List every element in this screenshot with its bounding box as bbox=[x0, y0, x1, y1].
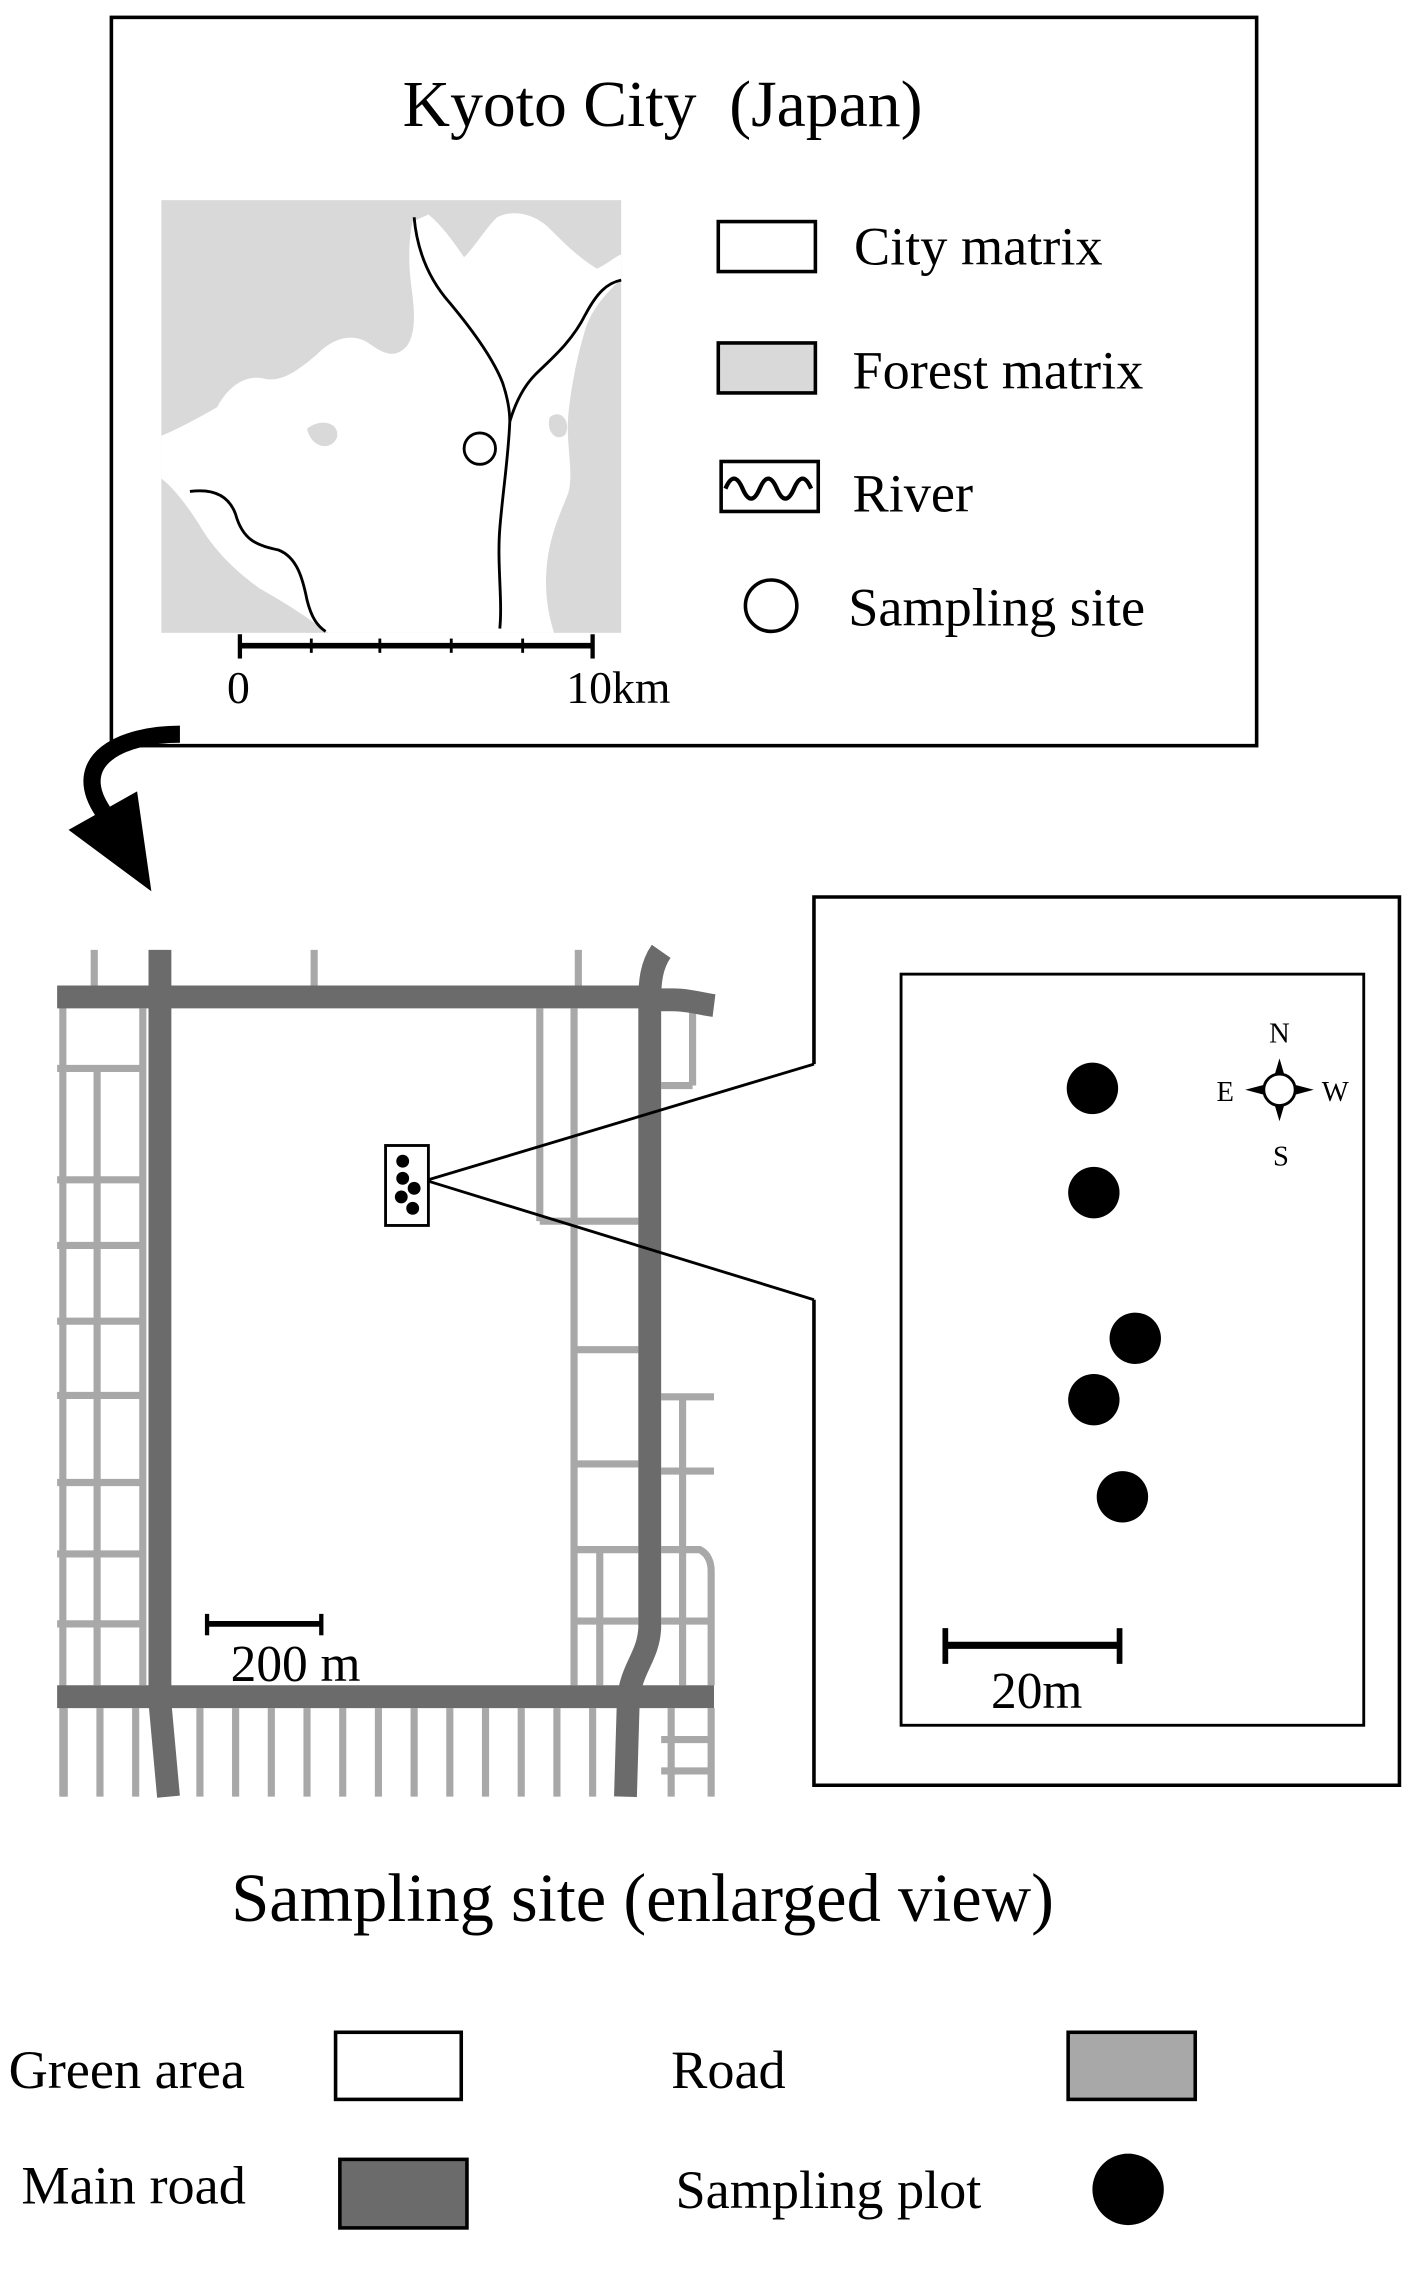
kamo-river-main bbox=[497, 421, 512, 629]
sampling-plot-mini bbox=[396, 1171, 410, 1185]
sampling-plot bbox=[1068, 1373, 1120, 1426]
city-legend: City matrix Forest matrix River Sampling… bbox=[716, 216, 1145, 638]
city-scale-bar bbox=[237, 634, 595, 659]
sampling-plot-mini bbox=[406, 1201, 420, 1215]
katsura-river bbox=[189, 489, 327, 633]
forest-matrix-label: Forest matrix bbox=[853, 341, 1144, 401]
road-label: Road bbox=[671, 2040, 786, 2100]
city-panel-frame bbox=[109, 15, 1259, 748]
river-swatch bbox=[719, 459, 821, 514]
site-scale-bar-label: 200 m bbox=[231, 1636, 361, 1693]
city-inset-map bbox=[161, 200, 622, 633]
sampling-plot-mini bbox=[394, 1190, 408, 1204]
compass-rose-icon: N E W S bbox=[1216, 1019, 1348, 1173]
main-road-swatch bbox=[338, 2157, 469, 2230]
plot-scale-bar-label: 20m bbox=[991, 1663, 1082, 1720]
sampling-plot-swatch bbox=[1092, 2153, 1164, 2226]
city-matrix-label: City matrix bbox=[854, 216, 1103, 276]
curved-arrow-icon bbox=[68, 725, 181, 892]
minor-road bbox=[661, 1546, 715, 1686]
river-label: River bbox=[853, 463, 974, 523]
sampling-plots bbox=[1066, 1062, 1161, 1523]
road-swatch bbox=[1066, 2030, 1198, 2102]
site-map-caption: Sampling site (enlarged view) bbox=[231, 1860, 1054, 1936]
arrow-shaft bbox=[83, 725, 181, 817]
city-map-title: Kyoto City (Japan) bbox=[403, 68, 923, 141]
forest-matrix-swatch bbox=[716, 341, 818, 395]
sampling-plot-label: Sampling plot bbox=[675, 2160, 981, 2220]
plot-scale-bar bbox=[942, 1628, 1123, 1664]
callout-line-bottom bbox=[427, 1179, 815, 1302]
main-road-network bbox=[57, 944, 716, 1798]
site-legend: Green area Road Main road Sampling plot bbox=[9, 2030, 1198, 2230]
site-map: 200 m bbox=[57, 944, 716, 1798]
compass-south-label: S bbox=[1273, 1141, 1289, 1172]
open-circle-icon bbox=[743, 578, 799, 634]
plot-inset-panel: N E W S 20m bbox=[427, 895, 1402, 1788]
main-road bbox=[614, 944, 671, 1797]
green-area-label: Green area bbox=[9, 2040, 245, 2100]
forest-patch bbox=[548, 414, 568, 438]
compass-center bbox=[1262, 1072, 1297, 1107]
sampling-plot bbox=[1066, 1062, 1119, 1115]
sampling-plot-mini bbox=[396, 1154, 410, 1168]
kamo-river-east-branch bbox=[508, 278, 622, 422]
river-wave-icon bbox=[719, 459, 821, 514]
site-scale-bar bbox=[204, 1613, 324, 1636]
callout-frame bbox=[812, 895, 1402, 1788]
compass-north-label: N bbox=[1269, 1019, 1290, 1050]
sampling-site-locator bbox=[384, 1144, 430, 1227]
scale-bar-start-label: 0 bbox=[227, 662, 250, 713]
sampling-plot-mini bbox=[407, 1181, 421, 1195]
city-matrix-swatch bbox=[716, 219, 818, 274]
callout-line-top bbox=[427, 1062, 815, 1182]
kamo-river-west-branch bbox=[412, 217, 512, 422]
sampling-site-marker bbox=[462, 431, 497, 466]
sampling-plot bbox=[1068, 1166, 1120, 1219]
river-wave-line bbox=[723, 476, 814, 501]
main-road-label: Main road bbox=[21, 2156, 245, 2216]
compass-east-label: E bbox=[1216, 1077, 1233, 1108]
main-road bbox=[649, 988, 716, 1017]
plot-inset-frame bbox=[899, 972, 1366, 1727]
forest-patch bbox=[307, 422, 338, 447]
minor-road-network bbox=[57, 949, 715, 1797]
compass-west-label: W bbox=[1322, 1077, 1349, 1108]
sampling-plot bbox=[1096, 1471, 1149, 1523]
green-area-swatch bbox=[333, 2030, 464, 2102]
sampling-site-label: Sampling site bbox=[848, 578, 1145, 638]
main-road bbox=[148, 949, 180, 1798]
sampling-plot bbox=[1109, 1312, 1161, 1364]
city-matrix-area bbox=[161, 213, 622, 633]
scale-bar-end-label: 10km bbox=[566, 662, 670, 713]
arrow-head bbox=[68, 791, 152, 892]
city-overview-panel: Kyoto City (Japan) 0 10km bbox=[109, 15, 1259, 748]
